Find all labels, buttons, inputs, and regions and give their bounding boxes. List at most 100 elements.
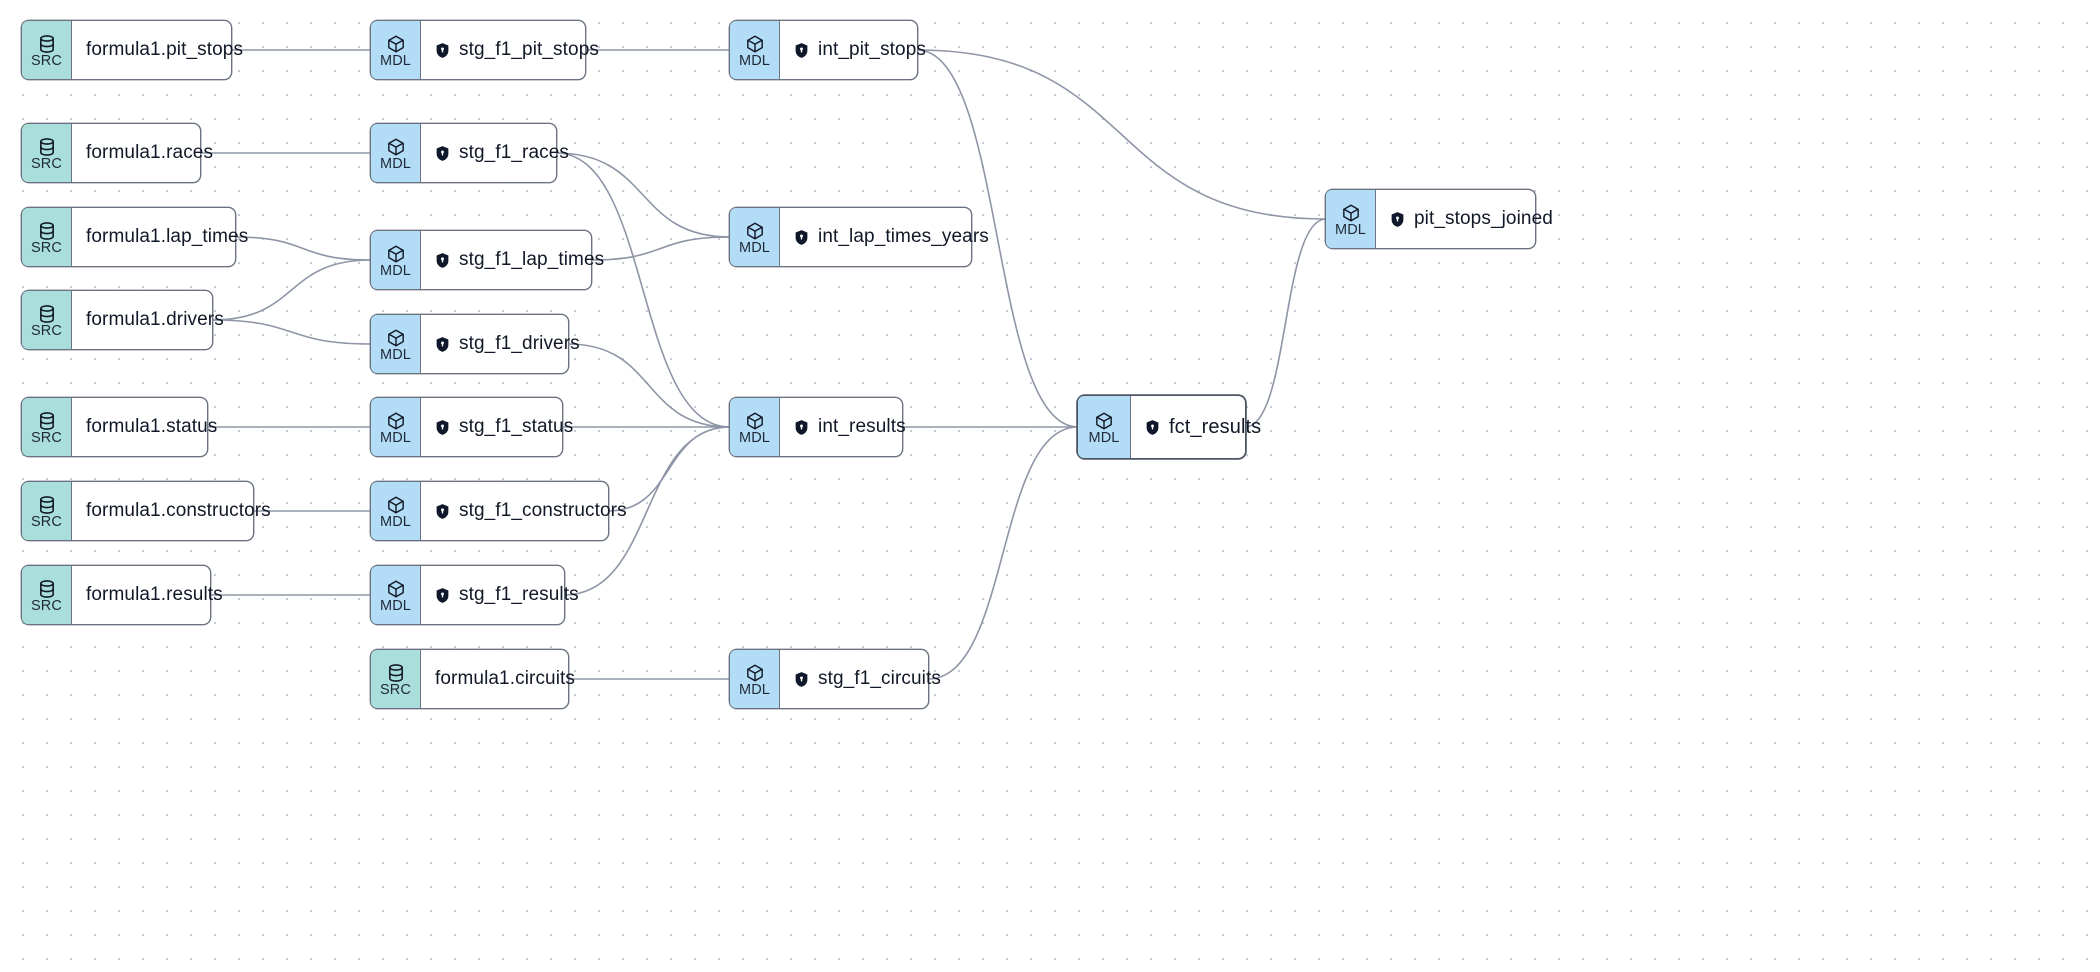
cube-icon: [745, 411, 765, 431]
database-icon: [37, 221, 57, 241]
node-body: formula1.drivers: [72, 291, 240, 349]
node-label: formula1.status: [86, 416, 218, 437]
database-icon: [37, 137, 57, 157]
model-badge: MDL: [1078, 396, 1131, 458]
database-icon: [37, 579, 57, 599]
lineage-node-stg_races[interactable]: MDL stg_f1_races: [371, 124, 569, 182]
cube-icon: [745, 221, 765, 241]
node-body: formula1.pit_stops: [72, 21, 259, 79]
badge-label: SRC: [31, 240, 62, 256]
node-body: stg_f1_circuits: [780, 650, 957, 708]
cube-icon: [386, 495, 406, 515]
node-label: formula1.races: [86, 142, 214, 163]
lineage-node-stg_circuits[interactable]: MDL stg_f1_circuits: [730, 650, 941, 708]
badge-label: MDL: [739, 430, 770, 446]
shield-lock-icon: [794, 419, 809, 436]
cube-icon: [386, 579, 406, 599]
lineage-node-stg_pit_stops[interactable]: MDL stg_f1_pit_stops: [371, 21, 599, 79]
badge-label: MDL: [1335, 222, 1366, 238]
badge-label: SRC: [380, 682, 411, 698]
cube-icon: [745, 663, 765, 683]
node-label: formula1.pit_stops: [86, 39, 244, 60]
model-badge: MDL: [371, 21, 421, 79]
database-icon: [37, 411, 57, 431]
shield-lock-icon: [794, 42, 809, 59]
shield-lock-icon: [435, 419, 450, 436]
lineage-edge-int_pit_stops-to-pit_stops_joined: [916, 49, 1327, 220]
database-icon: [37, 495, 57, 515]
node-body: stg_f1_races: [421, 124, 585, 182]
node-label: stg_f1_drivers: [459, 333, 580, 354]
lineage-node-stg_drivers[interactable]: MDL stg_f1_drivers: [371, 315, 580, 373]
source-badge: SRC: [22, 566, 72, 624]
badge-label: MDL: [739, 53, 770, 69]
database-icon: [37, 304, 57, 324]
node-body: int_lap_times_years: [780, 208, 1005, 266]
badge-label: MDL: [380, 263, 411, 279]
badge-label: MDL: [380, 514, 411, 530]
badge-label: SRC: [31, 430, 62, 446]
model-badge: MDL: [371, 482, 421, 540]
lineage-node-fct_results[interactable]: MDL fct_results: [1078, 396, 1261, 458]
node-body: stg_f1_status: [421, 398, 589, 456]
node-body: stg_f1_constructors: [421, 482, 643, 540]
lineage-node-int_pit_stops[interactable]: MDL int_pit_stops: [730, 21, 926, 79]
cube-icon: [386, 411, 406, 431]
badge-label: SRC: [31, 323, 62, 339]
badge-label: MDL: [380, 347, 411, 363]
shield-lock-icon: [435, 42, 450, 59]
model-badge: MDL: [371, 124, 421, 182]
badge-label: MDL: [380, 430, 411, 446]
lineage-edge-stg_races-to-int_results: [555, 152, 731, 428]
cube-icon: [1094, 411, 1114, 431]
node-label: fct_results: [1169, 415, 1262, 438]
lineage-node-src_pit_stops[interactable]: SRC formula1.pit_stops: [22, 21, 243, 79]
cube-icon: [745, 34, 765, 54]
model-badge: MDL: [371, 566, 421, 624]
node-label: stg_f1_lap_times: [459, 249, 605, 270]
source-badge: SRC: [22, 482, 72, 540]
source-badge: SRC: [22, 398, 72, 456]
shield-lock-icon: [435, 252, 450, 269]
model-badge: MDL: [371, 398, 421, 456]
node-body: formula1.constructors: [72, 482, 287, 540]
lineage-node-stg_lap_times[interactable]: MDL stg_f1_lap_times: [371, 231, 604, 289]
node-label: stg_f1_races: [459, 142, 569, 163]
node-label: formula1.lap_times: [86, 226, 249, 247]
badge-label: MDL: [739, 682, 770, 698]
node-body: formula1.lap_times: [72, 208, 264, 266]
cube-icon: [386, 328, 406, 348]
badge-label: MDL: [739, 240, 770, 256]
lineage-node-src_constructors[interactable]: SRC formula1.constructors: [22, 482, 271, 540]
shield-lock-icon: [794, 671, 809, 688]
badge-label: MDL: [380, 156, 411, 172]
node-label: formula1.constructors: [86, 500, 271, 521]
node-body: int_pit_stops: [780, 21, 942, 79]
node-body: stg_f1_results: [421, 566, 595, 624]
node-label: int_pit_stops: [818, 39, 926, 60]
database-icon: [386, 663, 406, 683]
badge-label: SRC: [31, 514, 62, 530]
shield-lock-icon: [435, 145, 450, 162]
lineage-node-src_lap_times[interactable]: SRC formula1.lap_times: [22, 208, 248, 266]
node-label: stg_f1_circuits: [818, 668, 941, 689]
node-label: stg_f1_pit_stops: [459, 39, 599, 60]
cube-icon: [386, 34, 406, 54]
shield-lock-icon: [1145, 419, 1160, 436]
model-badge: MDL: [1326, 190, 1376, 248]
badge-label: SRC: [31, 53, 62, 69]
lineage-node-src_status[interactable]: SRC formula1.status: [22, 398, 217, 456]
node-body: fct_results: [1131, 396, 1277, 458]
